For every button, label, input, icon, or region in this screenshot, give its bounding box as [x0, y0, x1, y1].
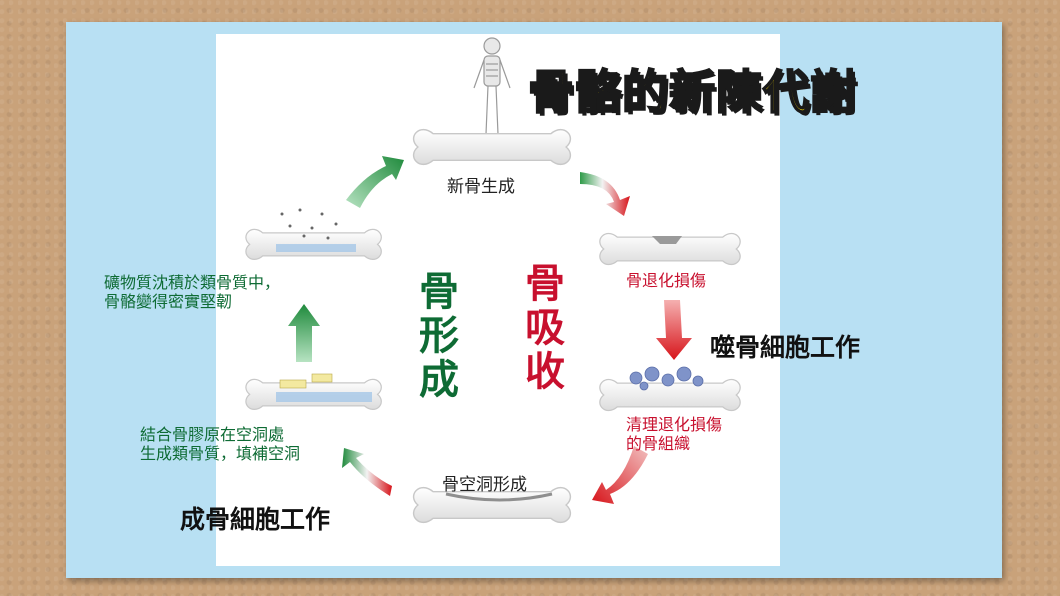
degeneration-label: 骨退化損傷 [626, 271, 707, 290]
collagen-label-line1: 結合骨膠原在空洞處 [140, 425, 285, 444]
arrow-icon [580, 172, 630, 216]
arrow-icon [342, 448, 392, 496]
skeleton-icon [473, 37, 511, 135]
arrow-icon [346, 156, 404, 208]
arrow-icon [656, 300, 692, 360]
mineral-label-line1: 礦物質沈積於類骨質中， [104, 273, 281, 292]
bone-icon [412, 128, 572, 166]
stage-bone-cavity: 骨空洞形成 [442, 475, 527, 495]
clear-label-line2: 的骨組織 [626, 434, 691, 453]
collagen-label-line2: 生成類骨質，填補空洞 [140, 444, 301, 463]
mineral-label-line2: 骨骼變得密實堅韌 [104, 292, 233, 311]
resorption-center-label: 骨吸收 [525, 261, 565, 395]
osteoclast-worker-label: 噬骨細胞工作 [710, 333, 861, 362]
osteoblast-worker-label: 成骨細胞工作 [180, 505, 331, 534]
stage-new-bone: 新骨生成 [447, 177, 515, 197]
arrow-icon [592, 446, 648, 504]
arrow-icon [288, 304, 320, 362]
formation-center-label: 骨形成 [419, 269, 459, 403]
page-title: 骨骼的新陳代謝 [527, 64, 857, 120]
clear-label-line1: 清理退化損傷 [626, 415, 723, 434]
